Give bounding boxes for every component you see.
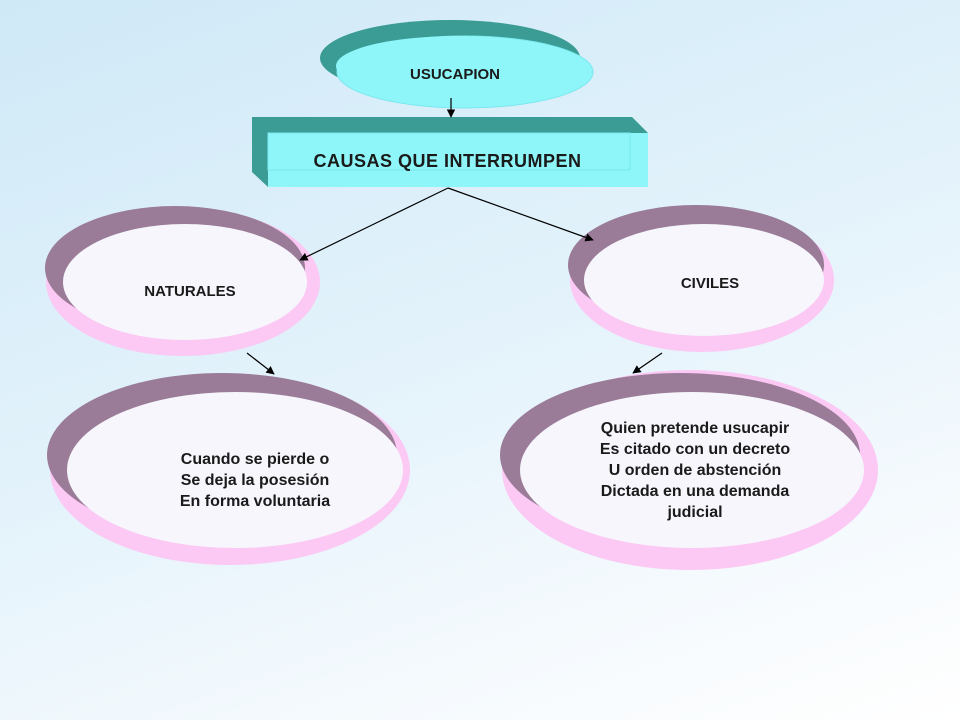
civiles-description-line: Dictada en una demanda <box>600 482 790 500</box>
civiles-description-node <box>500 370 878 570</box>
civiles-description: Quien pretende usucapir Es citado con un… <box>545 415 845 525</box>
naturales-description-line: Cuando se pierde o <box>180 450 330 468</box>
arrow-causas-to-naturales <box>299 187 449 261</box>
naturales-node <box>45 206 320 356</box>
naturales-description-node <box>47 373 410 565</box>
civiles-node <box>568 205 834 352</box>
usucapion-label: USUCAPION <box>409 65 500 83</box>
civiles-description-line: Quien pretende usucapir <box>600 419 790 437</box>
naturales-description-line: En forma voluntaria <box>179 492 331 510</box>
arrow-civiles-to-description <box>632 352 663 374</box>
causas-title: CAUSAS QUE INTERRUMPEN <box>313 150 582 171</box>
arrow-naturales-to-description <box>246 352 275 375</box>
arrow-causas-to-civiles <box>447 187 594 242</box>
naturales-label: NATURALES <box>144 282 236 300</box>
causas-box <box>252 117 648 187</box>
naturales-description: Cuando se pierde o Se deja la posesión E… <box>130 440 380 520</box>
civiles-description-line: Es citado con un decreto <box>599 440 791 458</box>
civiles-description-line: U orden de abstención <box>608 461 782 479</box>
usucapion-node <box>320 20 594 109</box>
civiles-label: CIVILES <box>680 274 740 292</box>
civiles-description-line: judicial <box>667 503 723 521</box>
naturales-description-line: Se deja la posesión <box>180 471 330 489</box>
